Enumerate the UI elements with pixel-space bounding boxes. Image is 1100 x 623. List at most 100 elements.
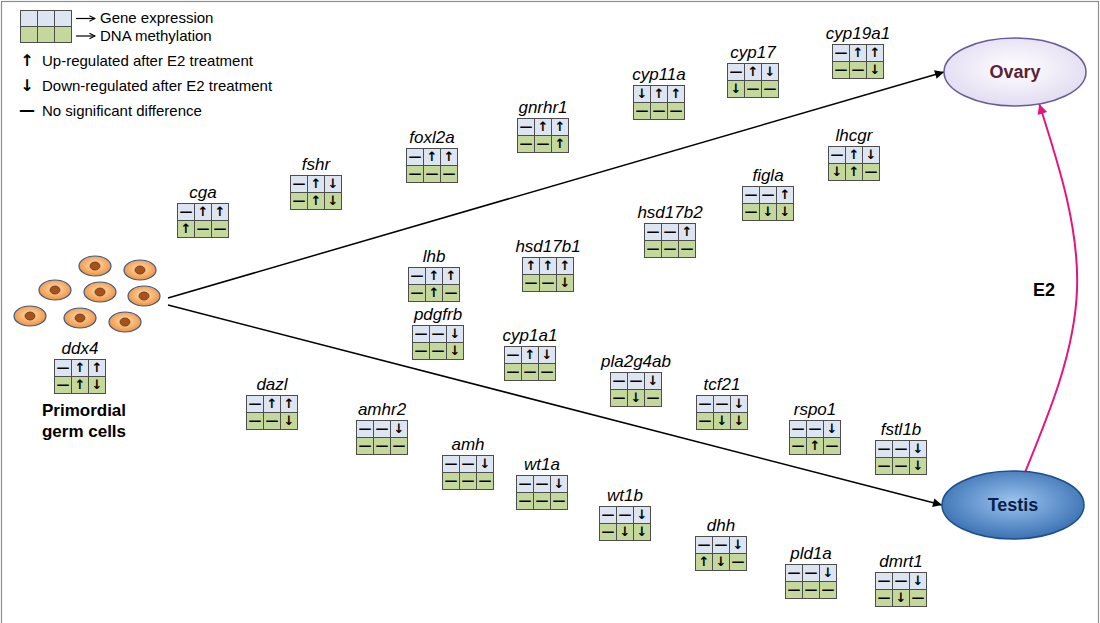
ovary-ellipse: Ovary <box>943 37 1087 107</box>
result-grid: ↓↑↑——— <box>633 85 685 120</box>
expression-cell: — <box>760 187 777 204</box>
gene-box: figla——↑—↓↓ <box>742 167 794 221</box>
methylation-cell: ↓ <box>617 524 634 540</box>
methylation-cell: — <box>824 438 840 454</box>
methylation-cell: ↓ <box>714 413 731 429</box>
expression-cell: ↑ <box>308 176 325 193</box>
methylation-cell: — <box>407 166 424 182</box>
expression-cell: ↑ <box>557 258 573 275</box>
gene-name: gnrhr1 <box>518 99 567 117</box>
methylation-cell: — <box>539 364 555 380</box>
expression-cell: — <box>728 64 745 81</box>
methylation-cell: ↓ <box>910 458 926 474</box>
gene-box: dhh——↓↑↓— <box>695 517 747 571</box>
result-grid: ——↓—↓↓ <box>696 395 748 430</box>
gene-box: ddx4—↑↑—↑↓ <box>54 340 106 394</box>
gene-name: cyp1a1 <box>503 327 558 345</box>
gene-box: cyp11a↓↑↑——— <box>632 66 686 120</box>
expression-cell: ↓ <box>645 373 661 390</box>
gene-name: amh <box>451 436 484 454</box>
methylation-cell: — <box>264 413 281 429</box>
expression-cell: ↑ <box>668 86 684 103</box>
result-grid: —↑↑—↑— <box>408 267 460 302</box>
methylation-cell: — <box>374 438 391 454</box>
result-grid: ——↓——— <box>356 420 408 455</box>
result-grid: —↑↓↓↑— <box>828 146 880 181</box>
methylation-cell: ↓ <box>893 590 910 606</box>
gene-name: figla <box>752 167 783 185</box>
expression-cell: — <box>247 396 264 413</box>
expression-cell: — <box>600 507 617 524</box>
gene-name: hsd17b2 <box>637 204 702 222</box>
gene-box: wt1b——↓—↓↓ <box>599 487 651 541</box>
expression-cell: — <box>893 573 910 590</box>
methylation-cell: ↓ <box>447 343 463 359</box>
result-grid: ——↓↑↓— <box>695 536 747 571</box>
expression-cell: — <box>617 507 634 524</box>
methylation-cell: — <box>743 204 760 220</box>
gene-name: cyp11a <box>632 66 686 84</box>
gene-name: tcf21 <box>704 376 741 394</box>
legend-symbol: ↓ <box>17 77 37 95</box>
gene-name: pla2g4ab <box>601 353 671 371</box>
gene-name: fstl1b <box>881 421 922 439</box>
expression-cell: ↑ <box>523 258 540 275</box>
expression-cell: — <box>407 149 424 166</box>
expression-cell: ↑ <box>867 45 883 62</box>
connector-arrow <box>168 72 944 298</box>
methylation-cell: — <box>611 390 628 406</box>
gene-name: cyp17 <box>730 44 775 62</box>
expression-cell: ↑ <box>552 119 568 136</box>
methylation-cell: — <box>424 166 441 182</box>
expression-cell: ↑ <box>264 396 281 413</box>
expression-cell: ↑ <box>89 360 105 377</box>
legend-pointer <box>76 35 95 36</box>
gene-box: cga—↑↑↑—— <box>177 184 229 238</box>
expression-cell: — <box>460 456 477 473</box>
gene-name: dhh <box>707 517 735 535</box>
gene-name: wt1b <box>607 487 643 505</box>
methylation-cell: — <box>195 221 212 237</box>
expression-cell: — <box>413 326 430 343</box>
result-grid: —↑↑—↑↓ <box>54 359 106 394</box>
gene-name: hsd17b1 <box>515 238 580 256</box>
legend-text: Up-regulated after E2 treatment <box>42 52 253 70</box>
legend-text: No significant difference <box>42 102 202 120</box>
result-grid: ——↓—↓↓ <box>599 506 651 541</box>
gene-name: wt1a <box>524 456 560 474</box>
methylation-cell: — <box>876 458 893 474</box>
gene-box: wt1a——↓——— <box>516 456 568 510</box>
gene-box: amh——↓——— <box>442 436 494 490</box>
gene-box: foxl2a—↑↑——— <box>406 129 458 183</box>
methylation-cell: ↑ <box>846 164 863 180</box>
methylation-cell: ↑ <box>178 221 195 237</box>
gene-name: pdgfrb <box>414 306 462 324</box>
legend-swatch <box>20 10 72 27</box>
legend-text: DNA methylation <box>100 27 212 45</box>
organ-name: Ovary <box>989 62 1040 83</box>
expression-cell: — <box>430 326 447 343</box>
methylation-cell: — <box>651 103 668 119</box>
methylation-cell: — <box>893 458 910 474</box>
methylation-cell: ↓ <box>867 62 883 78</box>
result-grid: —↑↑——↓ <box>246 395 298 430</box>
expression-cell: ↑ <box>212 204 228 221</box>
gene-box: dmrt1——↓—↓— <box>875 553 927 607</box>
expression-cell: ↑ <box>195 204 212 221</box>
methylation-cell: ↓ <box>557 275 573 291</box>
result-grid: ——↓——— <box>785 564 837 599</box>
expression-cell: ↑ <box>424 149 441 166</box>
methylation-cell: ↑ <box>552 136 568 152</box>
expression-cell: — <box>55 360 72 377</box>
expression-cell: — <box>505 347 522 364</box>
expression-cell: ↓ <box>730 537 746 554</box>
expression-cell: ↓ <box>863 147 879 164</box>
result-grid: ——↓——↓ <box>412 325 464 360</box>
methylation-cell: ↓ <box>731 413 747 429</box>
gene-box: pld1a——↓——— <box>785 545 837 599</box>
expression-cell: — <box>876 573 893 590</box>
methylation-cell: — <box>523 275 540 291</box>
gene-box: dazl—↑↑——↓ <box>246 376 298 430</box>
legend-pointer <box>76 18 95 19</box>
